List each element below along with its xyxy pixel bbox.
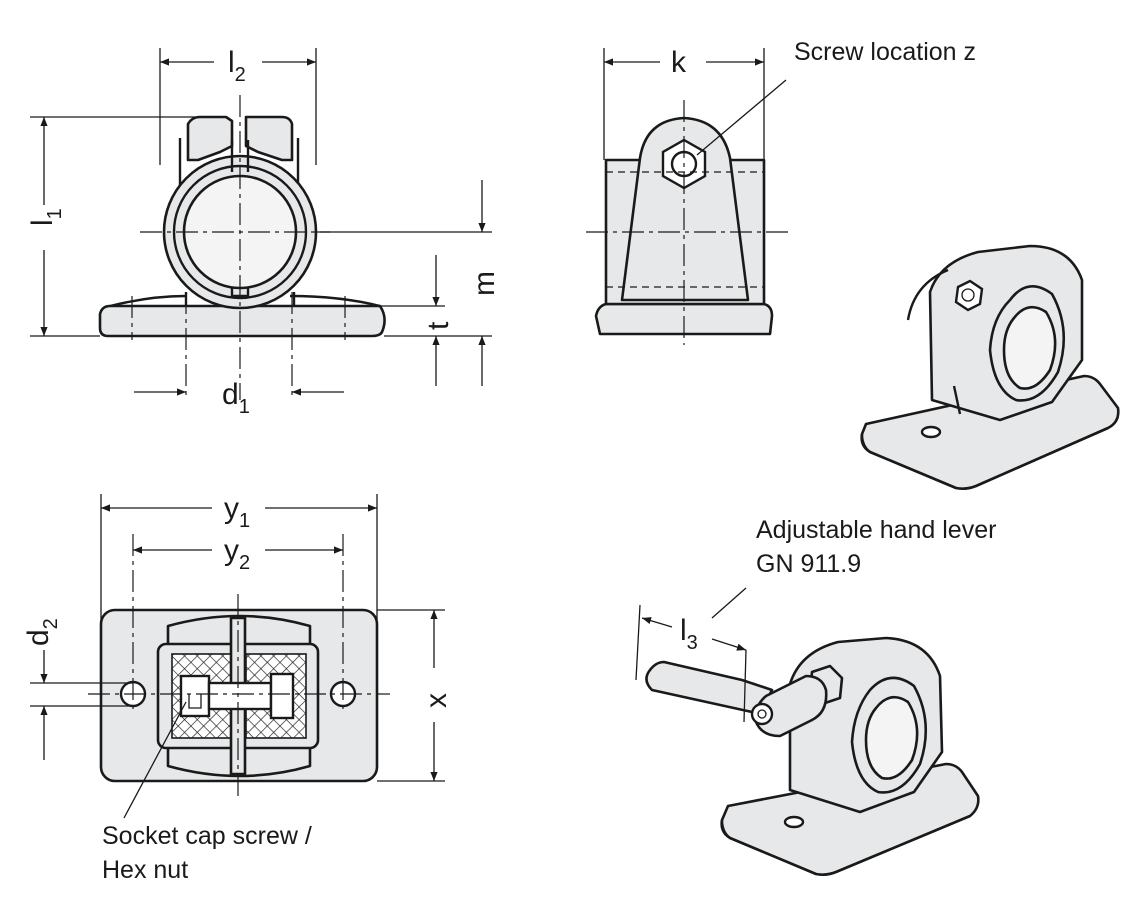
isometric-view-lever	[635, 587, 980, 876]
isometric-view-plain	[860, 244, 1120, 490]
side-view	[586, 48, 790, 345]
label-y2: y2	[224, 534, 250, 574]
callout-socket-screw-line1: Socket cap screw /	[102, 822, 312, 850]
label-l3: l3	[680, 614, 698, 654]
label-k: k	[671, 46, 687, 79]
label-d2: d2	[22, 618, 62, 646]
label-l1: l1	[26, 208, 66, 226]
callout-hand-lever-line1: Adjustable hand lever	[756, 516, 996, 544]
callout-hand-lever-line2: GN 911.9	[756, 550, 861, 578]
label-l2: l2	[228, 46, 246, 86]
callout-socket-screw-line2: Hex nut	[102, 856, 188, 884]
label-x: x	[420, 693, 453, 708]
label-y1: y1	[224, 492, 250, 532]
callout-screw-location: Screw location z	[794, 38, 976, 66]
label-d1: d1	[222, 378, 250, 418]
top-view	[30, 494, 445, 819]
label-t: t	[422, 321, 455, 330]
label-m: m	[468, 271, 501, 296]
front-view	[30, 48, 492, 400]
